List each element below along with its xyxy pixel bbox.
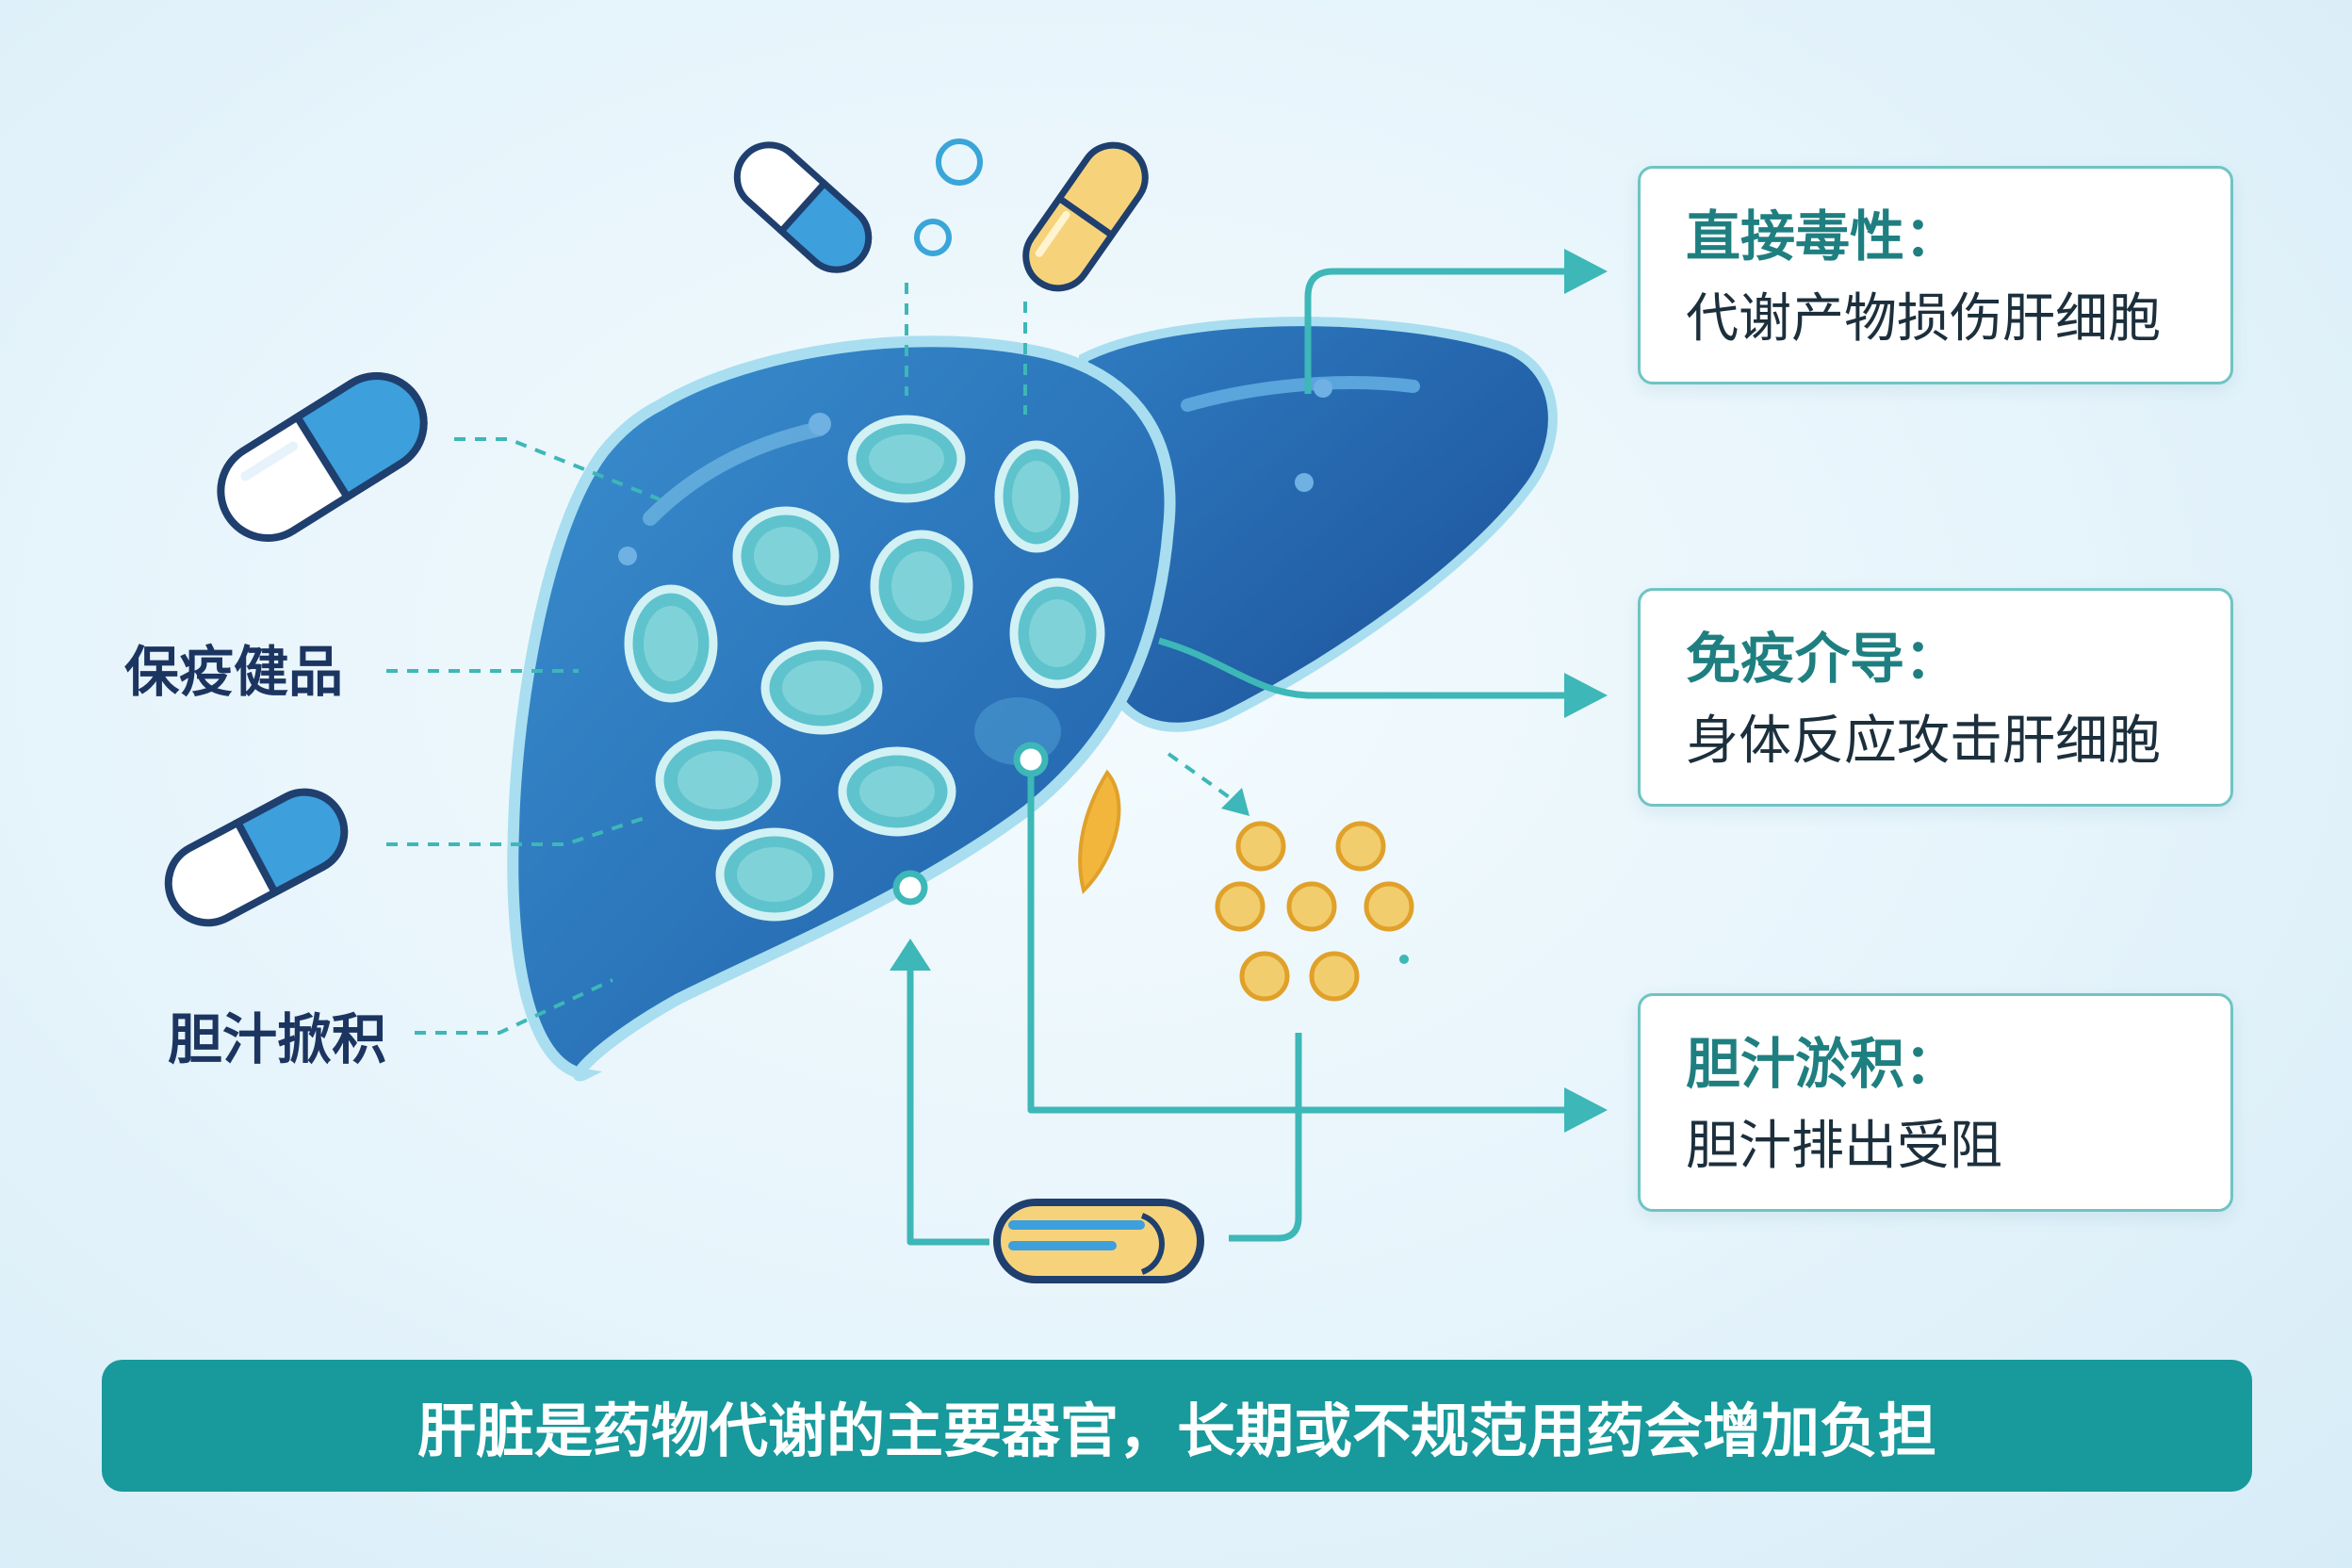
bubble [936,139,983,186]
card-title: 胆汁淤积： [1686,1032,1960,1096]
connector-node [892,870,928,906]
card-description: 代谢产物损伤肝细胞 [1686,288,2161,350]
label-supplements: 保疫健品 [124,640,344,704]
capsule-blue-top [733,141,873,273]
bile-arrowhead [1221,788,1250,816]
label-bile: 胆汁掀积 [168,1007,387,1071]
hepatocyte [994,440,1079,553]
dashed-leaders [386,283,1236,1035]
capsule-yellow-top [1022,141,1149,292]
hepatocyte [870,530,973,643]
hepatocyte [624,584,718,703]
connector-arrowheads [890,249,1608,1133]
hepatocyte [847,415,966,503]
connector-node [1013,742,1049,777]
connectors [906,268,1574,1246]
card-cholestasis: 胆汁淤积： 胆汁排出受阻 [1638,993,2233,1212]
capsule-blue-left [217,371,428,543]
hepatocyte-cells [624,415,1105,922]
hepatocyte [1009,578,1105,689]
summary-banner: 肝脏是药物代谢的主要器官，长期或不规范用药会增加负担 [102,1360,2252,1492]
gallbladder [1078,769,1121,894]
capsule-blue-lower-left [164,788,349,927]
hepatocyte [760,641,883,735]
hepatocyte [838,746,956,837]
card-immune-mediated: 免疫介导： 身体反应攻击肝细胞 [1638,588,2233,807]
card-direct-toxicity: 直接毒性： 代谢产物损伤肝细胞 [1638,166,2233,384]
hepatocyte [732,506,840,606]
card-title: 直接毒性： [1686,204,1960,269]
card-description: 胆汁排出受阻 [1686,1116,2002,1177]
hepatocyte [715,827,834,922]
card-description: 身体反应攻击肝细胞 [1686,710,2161,772]
card-title: 免疫介导： [1686,627,1960,691]
bile-droplets [1215,821,1414,1002]
hepatocyte [655,730,781,830]
bubble [914,219,952,256]
capsule-yellow-bottom [993,1199,1204,1283]
